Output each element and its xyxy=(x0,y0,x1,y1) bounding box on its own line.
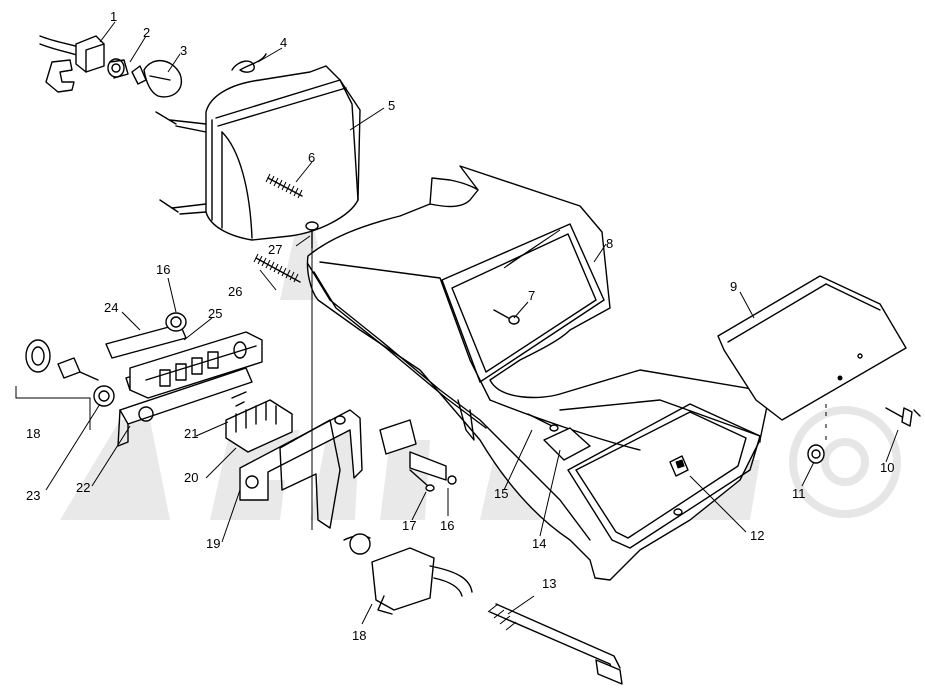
callout-20: 20 xyxy=(184,470,198,485)
part-grommet-11 xyxy=(807,444,825,464)
part-bulb-clip xyxy=(107,58,129,79)
part-shield-9 xyxy=(717,275,907,421)
part-decal-14 xyxy=(543,427,591,461)
callout-14: 14 xyxy=(532,536,546,551)
callout-1: 1 xyxy=(110,9,117,24)
callout-8: 8 xyxy=(606,236,613,251)
callout-10: 10 xyxy=(880,460,894,475)
callout-24: 24 xyxy=(104,300,118,315)
part-spring-6 xyxy=(265,173,303,199)
callout-7: 7 xyxy=(528,288,535,303)
part-screw-7 xyxy=(493,309,520,325)
part-switch-panel xyxy=(117,331,263,447)
part-socket-18-lower xyxy=(343,533,473,615)
part-socket-harness xyxy=(39,35,105,93)
part-grommet-16-upper xyxy=(165,312,187,332)
callout-18-left: 18 xyxy=(26,426,40,441)
part-hood-nosepan xyxy=(306,165,771,581)
callout-26: 26 xyxy=(228,284,242,299)
part-key-switch xyxy=(15,339,115,430)
part-clip-12 xyxy=(669,455,689,516)
part-screw-15 xyxy=(527,413,559,432)
part-spring-26 xyxy=(253,253,301,283)
callout-3: 3 xyxy=(180,43,187,58)
callout-17: 17 xyxy=(402,518,416,533)
callout-22: 22 xyxy=(76,480,90,495)
part-headlight-housing xyxy=(155,65,361,241)
callout-labels: 1 2 3 4 5 6 7 8 9 10 11 12 13 14 15 16 1… xyxy=(26,9,894,643)
callout-2: 2 xyxy=(143,25,150,40)
part-screw-27 xyxy=(305,221,319,249)
callout-25: 25 xyxy=(208,306,222,321)
part-connector-16-17 xyxy=(311,248,457,530)
part-wing-screw-10 xyxy=(825,404,921,440)
callout-12: 12 xyxy=(750,528,764,543)
callout-27: 27 xyxy=(268,242,282,257)
part-switch-20-21 xyxy=(225,391,293,453)
callout-13: 13 xyxy=(542,576,556,591)
callout-18-lower: 18 xyxy=(352,628,366,643)
callout-21: 21 xyxy=(184,426,198,441)
callout-19: 19 xyxy=(206,536,220,551)
callout-11: 11 xyxy=(792,486,806,501)
leader-lines xyxy=(45,21,899,625)
callout-6: 6 xyxy=(308,150,315,165)
callout-4: 4 xyxy=(280,35,287,50)
part-headlight-bulb xyxy=(131,60,183,98)
callout-16-upper: 16 xyxy=(156,262,170,277)
callout-9: 9 xyxy=(730,279,737,294)
part-bracket-19 xyxy=(239,409,363,529)
callout-15: 15 xyxy=(494,486,508,501)
callout-5: 5 xyxy=(388,98,395,113)
part-spring-clip xyxy=(231,53,267,73)
part-harness-13 xyxy=(487,603,623,685)
callout-16-lower: 16 xyxy=(440,518,454,533)
callout-23: 23 xyxy=(26,488,40,503)
